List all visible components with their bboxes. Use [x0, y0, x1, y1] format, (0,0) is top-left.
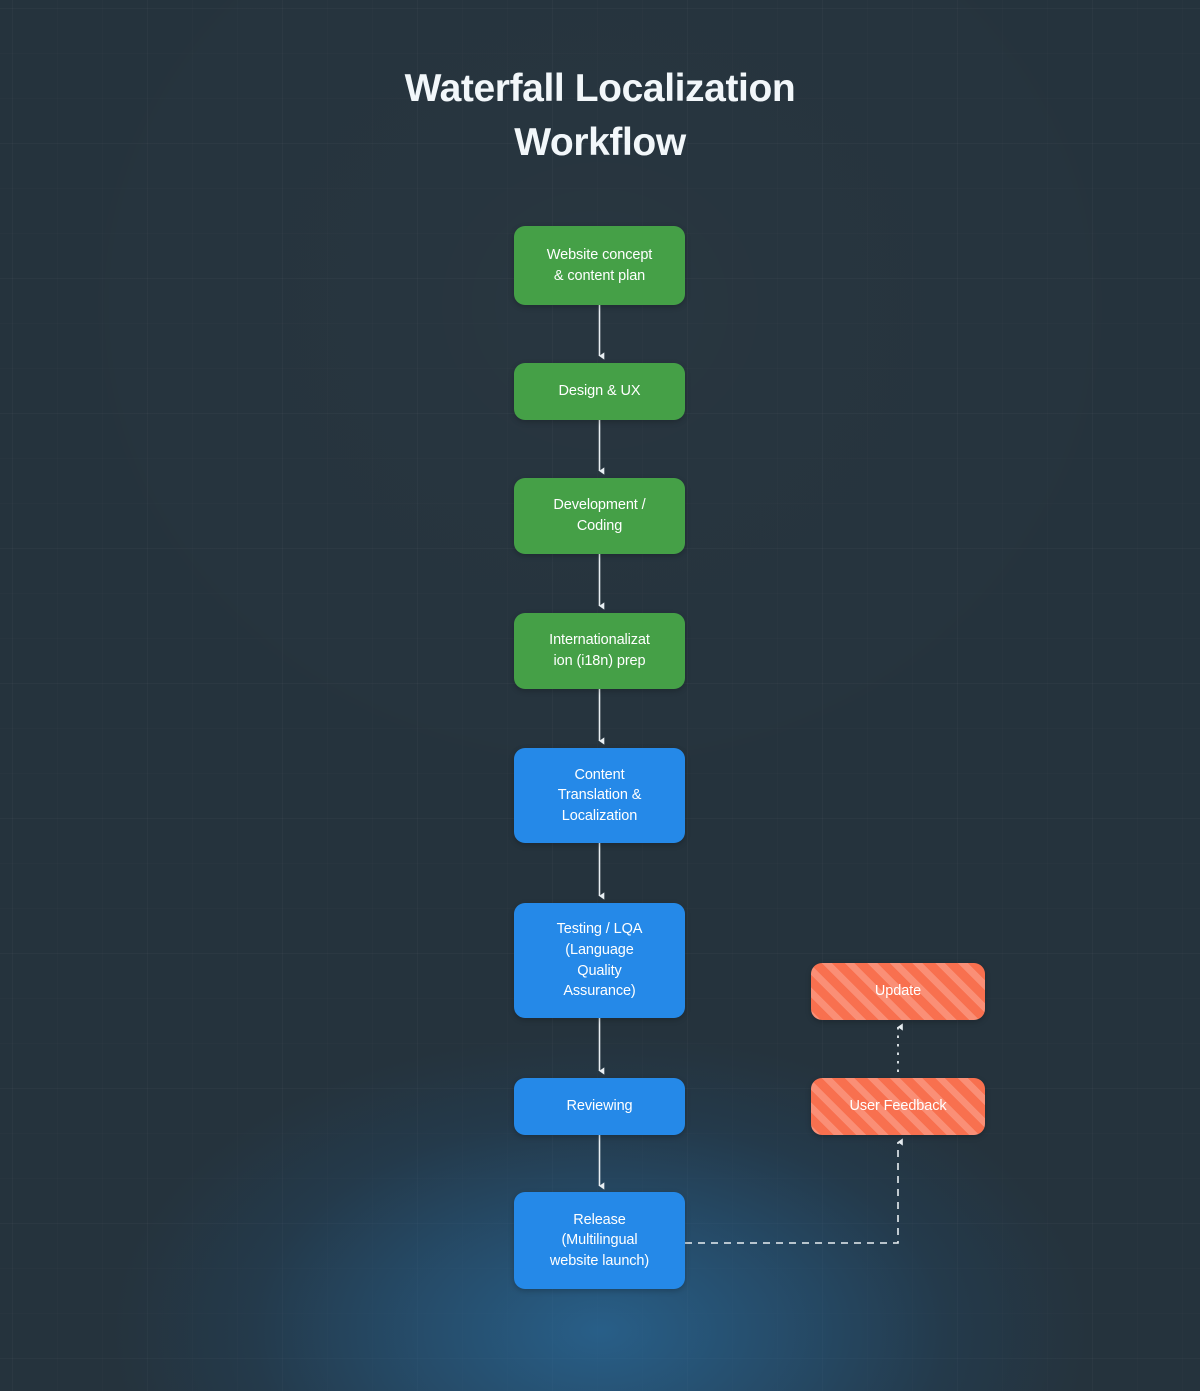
node-label: Testing / LQA (Language Quality Assuranc… — [556, 921, 643, 1000]
edge-release-feedback — [685, 1138, 903, 1244]
node-update[interactable]: Update — [811, 963, 985, 1020]
node-label: Design & UX — [558, 383, 641, 400]
node-label: Reviewing — [566, 1098, 633, 1115]
node-label: User Feedback — [849, 1098, 947, 1115]
node-testing-lqa[interactable]: Testing / LQA (Language Quality Assuranc… — [514, 903, 685, 1018]
node-website-concept[interactable]: Website concept & content plan — [514, 226, 685, 305]
node-design-ux[interactable]: Design & UX — [514, 363, 685, 420]
node-user-feedback[interactable]: User Feedback — [811, 1078, 985, 1135]
node-release[interactable]: Release (Multilingual website launch) — [514, 1192, 685, 1289]
node-label: Content Translation & Localization — [557, 766, 642, 824]
node-label: Website concept & content plan — [546, 246, 653, 284]
node-development-coding[interactable]: Development / Coding — [514, 478, 685, 554]
node-i18n-prep[interactable]: Internationalizat ion (i18n) prep — [514, 613, 685, 689]
node-label: Release (Multilingual website launch) — [549, 1211, 650, 1269]
node-label: Update — [874, 983, 922, 1000]
page-title: Waterfall Localization Workflow — [404, 67, 796, 164]
node-content-translation[interactable]: Content Translation & Localization — [514, 748, 685, 843]
node-reviewing[interactable]: Reviewing — [514, 1078, 685, 1135]
node-label: Development / Coding — [553, 497, 646, 534]
node-label: Internationalizat ion (i18n) prep — [549, 632, 650, 669]
